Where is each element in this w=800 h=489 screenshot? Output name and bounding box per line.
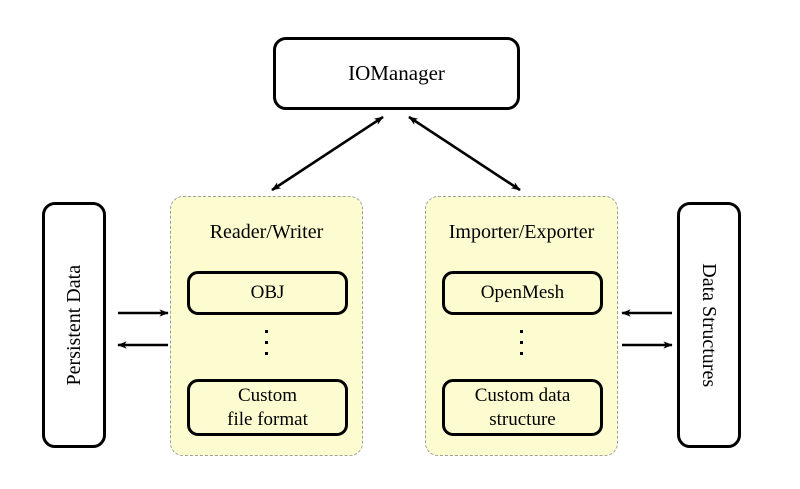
item-openmesh[interactable]: OpenMesh (442, 271, 603, 315)
ellipsis-dot (265, 352, 268, 355)
ellipsis-reader-writer (171, 330, 362, 355)
item-obj-label: OBJ (250, 282, 285, 304)
item-custom-data-structure-line2: structure (489, 408, 556, 430)
ellipsis-dot (265, 330, 268, 333)
item-custom-data-structure[interactable]: Custom data structure (442, 379, 603, 436)
item-openmesh-label: OpenMesh (480, 282, 565, 304)
panel-reader-writer-title: Reader/Writer (209, 221, 324, 243)
ellipsis-dot (520, 352, 523, 355)
panel-importer-exporter[interactable]: Importer/Exporter OpenMesh Custom data s… (425, 196, 618, 456)
ellipsis-dot (520, 330, 523, 333)
node-io-manager-label: IOManager (348, 60, 445, 85)
arrow-manager-reader-writer (271, 115, 384, 192)
panel-reader-writer[interactable]: Reader/Writer OBJ Custom file format (170, 196, 363, 456)
ellipsis-dot (265, 341, 268, 344)
node-data-structures-label: Data Structures (698, 263, 721, 387)
node-io-manager[interactable]: IOManager (273, 37, 520, 110)
item-custom-file-format[interactable]: Custom file format (187, 379, 348, 436)
item-custom-file-format-line2: file format (227, 408, 308, 430)
node-persistent-data-label: Persistent Data (62, 264, 85, 386)
panel-importer-exporter-title: Importer/Exporter (448, 221, 595, 243)
ellipsis-dot (520, 341, 523, 344)
item-custom-data-structure-line1: Custom data (474, 384, 571, 406)
item-obj[interactable]: OBJ (187, 271, 348, 315)
node-data-structures[interactable]: Data Structures (677, 202, 741, 448)
arrow-manager-importer-exporter (408, 115, 521, 192)
node-persistent-data[interactable]: Persistent Data (42, 202, 106, 448)
ellipsis-importer-exporter (426, 330, 617, 355)
item-custom-file-format-line1: Custom (237, 384, 298, 406)
